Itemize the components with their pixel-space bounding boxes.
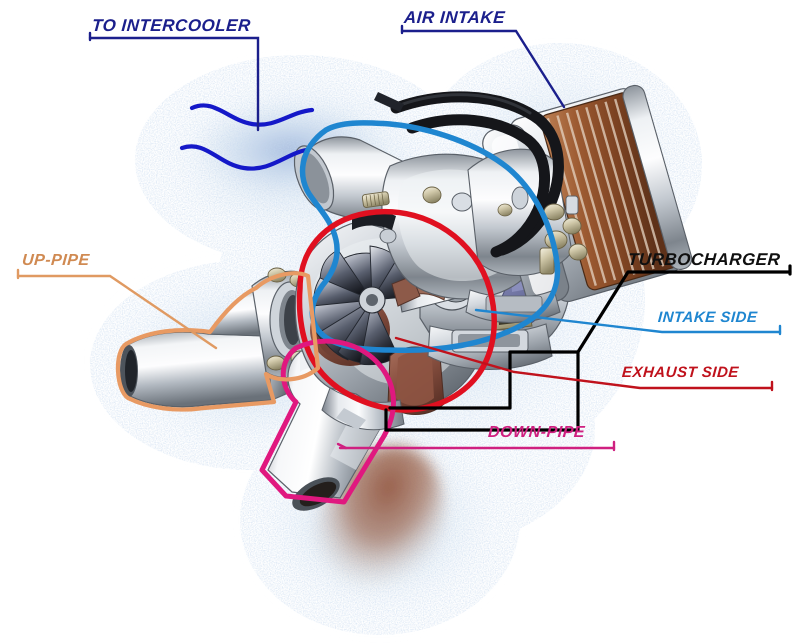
label-to-intercooler: TO INTERCOOLER — [91, 16, 252, 35]
leader-down-pipe — [336, 440, 616, 452]
intake-side-outline — [299, 120, 561, 354]
up-pipe-outline — [115, 271, 321, 412]
brass-fittings — [497, 186, 588, 275]
intake-hoses — [390, 91, 564, 258]
air-filter-assembly — [374, 84, 693, 323]
label-down-pipe: DOWN-PIPE — [487, 424, 586, 441]
leader-intake-side — [474, 308, 782, 336]
leader-up-pipe — [16, 268, 218, 350]
boost-air-flow-arrows — [179, 103, 315, 171]
label-exhaust-side: EXHAUST SIDE — [621, 364, 740, 381]
compressor-bolts — [379, 186, 473, 244]
leader-air-intake — [400, 24, 566, 109]
label-up-pipe: UP-PIPE — [21, 252, 91, 269]
down-pipe-outline — [259, 338, 396, 505]
label-intake-side: INTAKE SIDE — [657, 309, 759, 326]
leader-exhaust-side — [394, 336, 774, 392]
label-turbocharger: TURBOCHARGER — [627, 250, 782, 269]
leader-turbocharger — [384, 264, 792, 432]
leader-to-intercooler — [88, 31, 260, 132]
label-air-intake: AIR INTAKE — [403, 8, 506, 27]
